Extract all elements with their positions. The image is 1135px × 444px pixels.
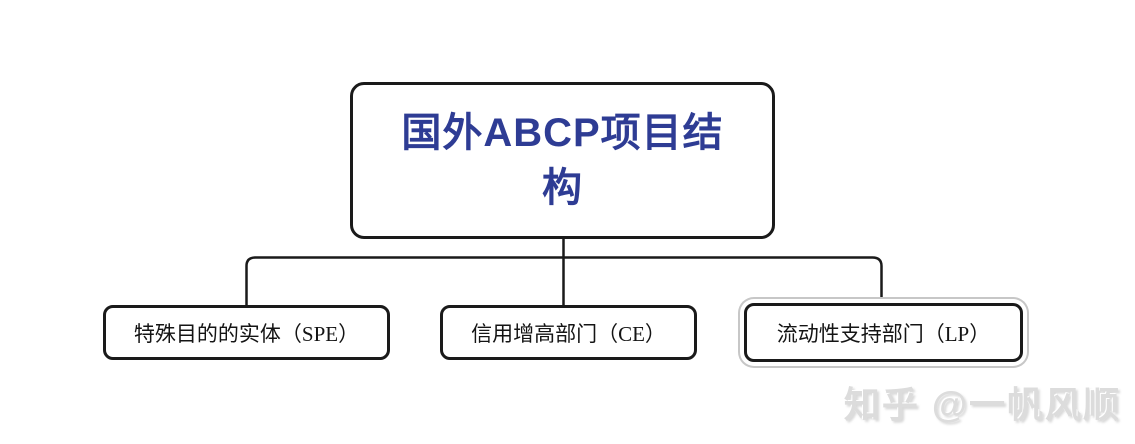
child-node-ce-label: 信用增高部门（CE） xyxy=(471,321,666,346)
child-node-ce[interactable]: 信用增高部门（CE） xyxy=(440,305,697,360)
root-title-line1: 国外ABCP项目结 xyxy=(401,110,724,155)
watermark: 知乎 @一帆风顺 xyxy=(843,384,1121,425)
connector-bracket xyxy=(245,256,883,305)
child-node-spe[interactable]: 特殊目的的实体（SPE） xyxy=(103,305,390,360)
child-node-spe-label: 特殊目的的实体（SPE） xyxy=(133,321,360,346)
root-title-line2: 构 xyxy=(542,165,583,210)
child-node-lp-label: 流动性支持部门（LP） xyxy=(776,321,991,346)
root-node[interactable]: 国外ABCP项目结 构 xyxy=(350,82,775,239)
root-node-title: 国外ABCP项目结 构 xyxy=(401,106,723,216)
child-node-lp[interactable]: 流动性支持部门（LP） xyxy=(744,303,1023,362)
